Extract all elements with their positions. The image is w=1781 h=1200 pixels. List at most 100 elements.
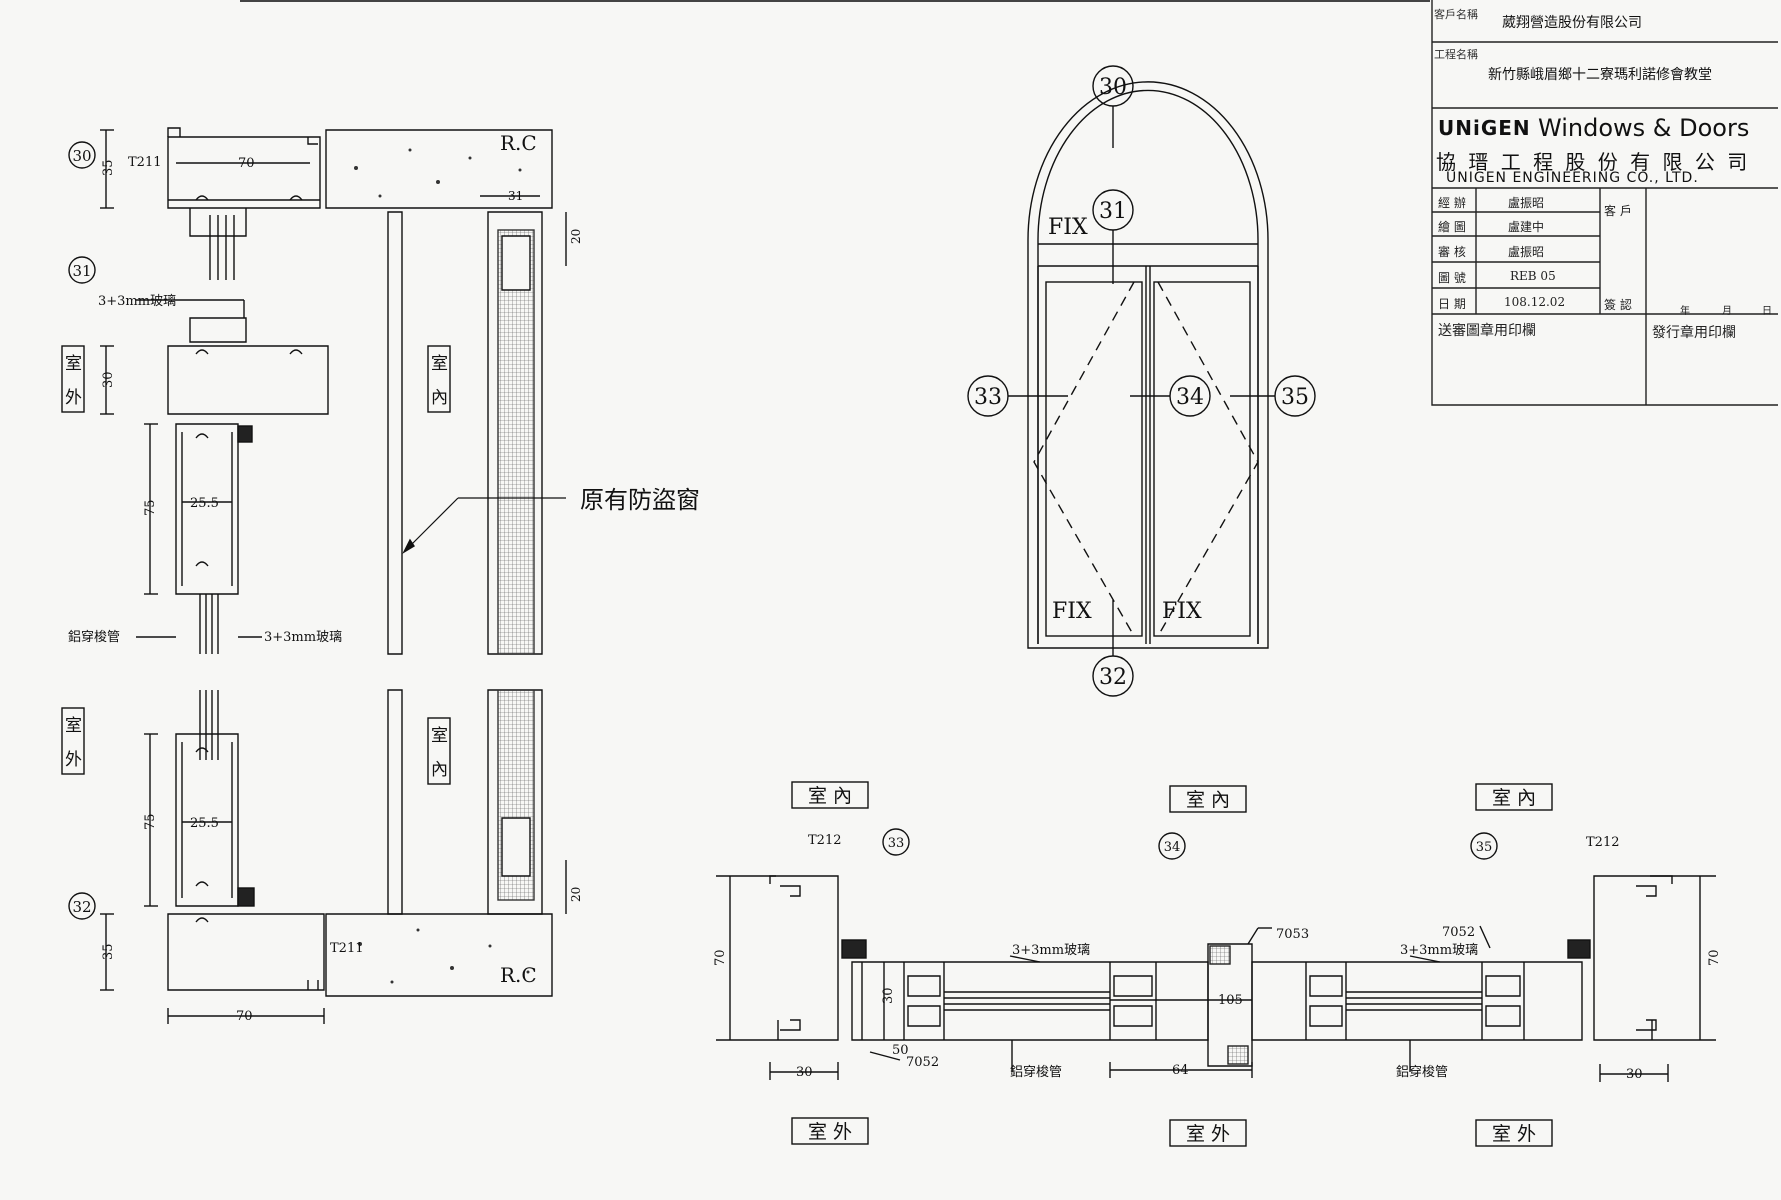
- elev-callout-31-label: 31: [1099, 199, 1127, 224]
- plan-glass-right: 3+3mm玻璃: [1400, 943, 1478, 958]
- concrete-hatch: [354, 148, 530, 984]
- plan-dim-105: 105: [1218, 993, 1243, 1008]
- plan-callout-33: [882, 828, 910, 856]
- callout-30-label: 30: [72, 147, 91, 165]
- client-label: 客戶名稱: [1434, 8, 1478, 21]
- vertical-section: [61, 127, 567, 1024]
- indoor-label-1b: 內: [431, 388, 448, 408]
- plan-indoor-center: 室 內: [1186, 789, 1230, 811]
- callout-31: [68, 256, 96, 284]
- plan-callout-35-label: 35: [1476, 840, 1493, 855]
- dim-35-top: 35: [101, 159, 116, 176]
- elev-callout-30-label: 30: [1099, 75, 1127, 100]
- dim-35-bottom: 35: [101, 943, 116, 960]
- fix-left-label: FIX: [1052, 599, 1092, 624]
- plan-dim-70-right: 70: [1707, 949, 1722, 966]
- vertical-section-labels: 30 31 32 R.C R.C T211 T211 70 70 35 35 3…: [65, 131, 700, 1024]
- dim-20-bottom: 20: [569, 887, 583, 902]
- dim-75-top: 75: [143, 499, 158, 516]
- brand-logo: UNiGEN: [1438, 116, 1531, 140]
- elev-callout-34-label: 34: [1176, 385, 1204, 410]
- plan-outdoor-right: 室 外: [1492, 1123, 1536, 1145]
- plan-dim-30-left: 30: [796, 1065, 813, 1080]
- plan-dim-50: 50: [892, 1043, 909, 1058]
- row-handler-label: 經 辦: [1438, 196, 1466, 210]
- dim-31: 31: [508, 189, 523, 203]
- plan-callout-34: [1158, 832, 1186, 860]
- elev-callout-35-label: 35: [1281, 385, 1309, 410]
- row-review-value: 盧振昭: [1508, 245, 1545, 259]
- window-elevation: [967, 65, 1316, 697]
- part-7052-left: 7052: [906, 1055, 939, 1070]
- dim-70-bottom: 70: [236, 1009, 253, 1024]
- window-elevation-labels: 30 31 32 33 34 35 FIX FIX FIX: [974, 75, 1309, 690]
- callout-31-label: 31: [72, 262, 91, 280]
- client-value: 葳翔營造股份有限公司: [1502, 15, 1642, 31]
- indoor-label-2b: 內: [431, 760, 448, 780]
- dim-70-top: 70: [238, 156, 255, 171]
- dim-75-bottom: 75: [143, 813, 158, 830]
- plan-dim-64: 64: [1172, 1063, 1189, 1078]
- plan-tube-right: 鋁穿梭管: [1396, 1064, 1448, 1080]
- plan-section: [716, 781, 1716, 1147]
- company-name-cn: 協 瑨 工 程 股 份 有 限 公 司: [1436, 150, 1751, 174]
- outdoor-label-1a: 室: [65, 354, 82, 374]
- stamp-issue-label: 發行章用印欄: [1652, 325, 1736, 341]
- elev-callout-32-label: 32: [1099, 665, 1127, 690]
- project-value: 新竹縣峨眉鄉十二寮瑪利諾修會教堂: [1488, 67, 1712, 83]
- plan-profile-t212-right: T212: [1586, 835, 1619, 850]
- plan-outdoor-center: 室 外: [1186, 1123, 1230, 1145]
- dim-25-5-top: 25.5: [190, 496, 219, 511]
- row-drawing-label: 繪 圖: [1438, 220, 1466, 234]
- profile-t211-bottom: T211: [330, 941, 363, 956]
- indoor-label-2a: 室: [431, 726, 448, 746]
- company-name-en: UNIGEN ENGINEERING CO., LTD.: [1446, 170, 1699, 186]
- elev-callout-33-label: 33: [974, 385, 1002, 410]
- title-block: 客戶名稱 葳翔營造股份有限公司 工程名稱 新竹縣峨眉鄉十二寮瑪利諾修會教堂 UN…: [1432, 0, 1778, 405]
- row-handler-value: 盧振昭: [1508, 196, 1545, 210]
- profile-t211-top: T211: [128, 155, 161, 170]
- plan-outdoor-left: 室 外: [808, 1121, 852, 1143]
- indoor-label-1a: 室: [431, 354, 448, 374]
- brand-tagline: Windows & Doors: [1538, 114, 1750, 142]
- callout-32: [68, 892, 96, 920]
- project-label: 工程名稱: [1434, 48, 1478, 61]
- row-drawing-no-label: 圖 號: [1438, 271, 1466, 285]
- outdoor-label-1b: 外: [65, 388, 82, 408]
- stamp-review-label: 送審圖章用印欄: [1438, 323, 1536, 339]
- mullion-tube-label: 鋁穿梭管: [68, 629, 120, 645]
- row-date-value: 108.12.02: [1504, 295, 1566, 309]
- rc-label-bottom: R.C: [500, 963, 537, 987]
- plan-dim-30-center: 30: [881, 987, 896, 1004]
- row-date-label: 日 期: [1438, 297, 1466, 311]
- rc-label-top: R.C: [500, 131, 537, 155]
- date-day: 日: [1762, 306, 1772, 317]
- row-review-label: 審 核: [1438, 245, 1466, 259]
- plan-dim-70-left: 70: [713, 949, 728, 966]
- date-year: 年: [1680, 306, 1690, 317]
- plan-dim-30-right: 30: [1626, 1067, 1643, 1082]
- row-drawing-no-value: REB 05: [1510, 269, 1556, 283]
- dim-20-top: 20: [569, 229, 583, 244]
- title-block-frame: [1431, 0, 1778, 406]
- plan-callout-33-label: 33: [888, 836, 905, 851]
- plan-callout-34-label: 34: [1164, 840, 1181, 855]
- outdoor-label-2a: 室: [65, 716, 82, 736]
- plan-indoor-left: 室 內: [808, 785, 852, 807]
- plan-tube-left: 鋁穿梭管: [1010, 1064, 1062, 1080]
- plan-profile-t212-left: T212: [808, 833, 841, 848]
- date-month: 月: [1722, 306, 1732, 317]
- original-guard-label: 原有防盜窗: [580, 486, 700, 514]
- plan-callout-35: [1470, 832, 1498, 860]
- plan-indoor-right: 室 內: [1492, 787, 1536, 809]
- plan-glass-left: 3+3mm玻璃: [1012, 943, 1090, 958]
- fix-right-label: FIX: [1162, 599, 1202, 624]
- dim-30: 30: [101, 371, 116, 388]
- glass-label-top: 3+3mm玻璃: [98, 294, 176, 309]
- customer-label: 客 戶: [1604, 204, 1632, 218]
- callout-30: [68, 141, 96, 169]
- part-7052-right: 7052: [1442, 925, 1475, 940]
- fix-top-label: FIX: [1048, 215, 1088, 240]
